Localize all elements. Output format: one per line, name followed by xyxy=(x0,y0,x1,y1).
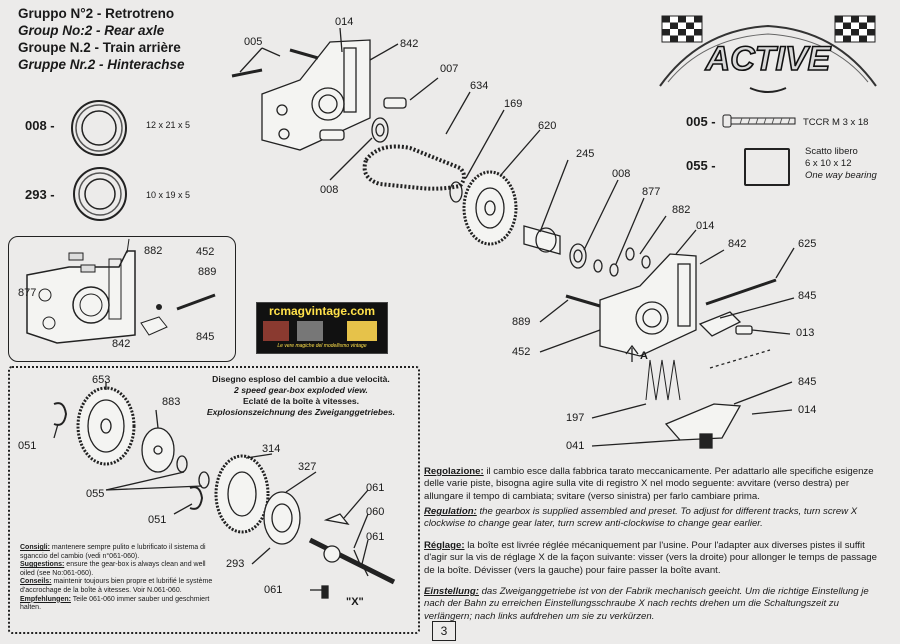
oneway-bearing-icon xyxy=(744,148,790,186)
inset-callout-842: 842 xyxy=(112,338,131,350)
gear-callout-061c: 061 xyxy=(264,584,283,596)
callout-014c: 014 xyxy=(798,404,817,416)
callout-007: 007 xyxy=(440,63,459,75)
active-logo: ACTIVE xyxy=(640,8,895,98)
gear-callout-061a: 061 xyxy=(366,482,385,494)
watermark-tagline: Le vere magiche del modellismo vintage xyxy=(277,343,367,349)
inset-callout-845: 845 xyxy=(196,331,215,343)
gearbox-caption-en: 2 speed gear-box exploded view. xyxy=(234,385,368,395)
gear-callout-314: 314 xyxy=(262,443,281,455)
advice-it: Consigli: mantenere sempre pulito e lubr… xyxy=(20,544,206,560)
callout-845a: 845 xyxy=(798,290,817,302)
gear-callout-060: 060 xyxy=(366,506,385,518)
instruction-english: Regulation: the gearbox is supplied asse… xyxy=(424,506,858,530)
gear-callout-883: 883 xyxy=(162,396,181,408)
callout-197: 197 xyxy=(566,412,585,424)
instruction-italian: Regolazione: il cambio esce dalla fabbri… xyxy=(424,466,874,502)
callout-877a: 877 xyxy=(642,186,661,198)
callout-041: 041 xyxy=(566,440,585,452)
callout-882a: 882 xyxy=(672,204,691,216)
callout-842a: 842 xyxy=(400,38,419,50)
bearing-008-code: 008 - xyxy=(25,118,55,133)
bearing-008-size: 12 x 21 x 5 xyxy=(146,120,191,130)
rcmagvintage-watermark: rcmagvintage.com Le vere magiche del mod… xyxy=(256,302,388,354)
instruction-french: Réglage: la boîte est livrée réglée méca… xyxy=(424,540,877,576)
checkered-flag-left-icon xyxy=(661,15,703,43)
inset-detail-box xyxy=(8,236,236,362)
advice-en: Suggestions: ensure the gear-box is alwa… xyxy=(20,561,206,577)
title-english: Group No:2 - Rear axle xyxy=(18,23,165,38)
svg-text:ACTIVE: ACTIVE xyxy=(705,40,832,78)
title-french: Groupe N.2 - Train arrière xyxy=(18,40,181,55)
screw-005-label: TCCR M 3 x 18 xyxy=(803,117,869,128)
gear-callout-293: 293 xyxy=(226,558,245,570)
advice-fr: Conseils: maintenir toujours bien propre… xyxy=(20,578,213,594)
screw-005-code: 005 - xyxy=(686,114,716,129)
oneway-line3: One way bearing xyxy=(805,170,877,181)
gear-callout-X: "X" xyxy=(346,596,364,608)
callout-008b: 008 xyxy=(612,168,631,180)
gear-callout-061b: 061 xyxy=(366,531,385,543)
callout-620: 620 xyxy=(538,120,557,132)
advice-de: Empfehlungen: Teile 061-060 immer sauber… xyxy=(20,595,210,612)
inset-callout-877: 877 xyxy=(18,287,37,299)
inset-callout-452: 452 xyxy=(196,246,215,258)
oneway-line2: 6 x 10 x 12 xyxy=(805,158,852,169)
checkered-flag-right-icon xyxy=(834,15,876,43)
callout-634: 634 xyxy=(470,80,489,92)
gear-callout-327: 327 xyxy=(298,461,317,473)
callout-A: A xyxy=(640,350,648,362)
oneway-055-code: 055 - xyxy=(686,158,716,173)
callout-014b: 014 xyxy=(696,220,715,232)
inset-callout-882: 882 xyxy=(144,245,163,257)
callout-889: 889 xyxy=(512,316,531,328)
watermark-site: rcmagvintage.com xyxy=(268,304,376,318)
oneway-line1: Scatto libero xyxy=(805,146,858,157)
callout-452: 452 xyxy=(512,346,531,358)
callout-842b: 842 xyxy=(728,238,747,250)
bearing-008-icon xyxy=(66,98,132,158)
callout-245: 245 xyxy=(576,148,595,160)
title-german: Gruppe Nr.2 - Hinterachse xyxy=(18,57,185,72)
gear-callout-653: 653 xyxy=(92,374,111,386)
gear-callout-051a: 051 xyxy=(18,440,37,452)
callout-169: 169 xyxy=(504,98,523,110)
gear-callout-055: 055 xyxy=(86,488,105,500)
callout-005: 005 xyxy=(244,36,263,48)
callout-014a: 014 xyxy=(335,16,354,28)
inset-callout-889: 889 xyxy=(198,266,217,278)
callout-013: 013 xyxy=(796,327,815,339)
inset-gearbox-housing-icon xyxy=(26,238,216,344)
gearbox-caption-it: Disegno esploso del cambio a due velocit… xyxy=(212,374,390,384)
gearbox-caption-de: Explosionszeichnung des Zweiganggetriebe… xyxy=(206,407,396,417)
bearing-293-code: 293 - xyxy=(25,187,55,202)
gearbox-caption: Disegno esploso del cambio a due velocit… xyxy=(190,374,412,418)
gearbox-exploded-drawing xyxy=(53,382,396,599)
bearing-293-size: 10 x 19 x 5 xyxy=(146,190,191,200)
rear-axle-exploded-diagram xyxy=(231,27,795,449)
gear-callout-051b: 051 xyxy=(148,514,167,526)
gearbox-caption-fr: Eclaté de la boîte à vitesses. xyxy=(242,396,360,406)
callout-625: 625 xyxy=(798,238,817,250)
title-italian: Gruppo N°2 - Retrotreno xyxy=(18,6,175,21)
gearbox-detail-box xyxy=(8,366,420,634)
bearing-293-icon xyxy=(68,165,132,223)
callout-008a: 008 xyxy=(320,184,339,196)
instruction-german: Einstellung: das Zweiganggetriebe ist vo… xyxy=(424,586,869,622)
advice-notes: Consigli: mantenere sempre pulito e lubr… xyxy=(20,544,220,613)
callout-845b: 845 xyxy=(798,376,817,388)
page-number: 3 xyxy=(432,621,456,641)
screw-icon xyxy=(722,112,798,130)
